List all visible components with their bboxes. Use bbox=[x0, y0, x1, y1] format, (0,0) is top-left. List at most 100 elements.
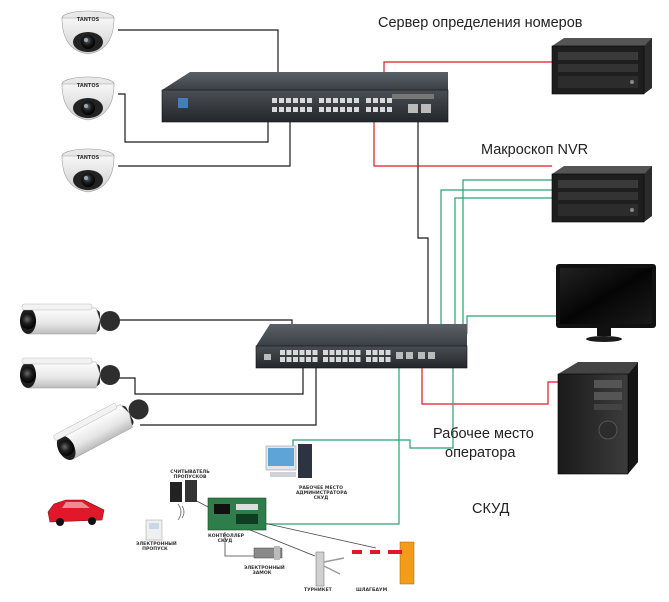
controller-board-icon bbox=[207, 497, 267, 531]
skud-label: СКУД bbox=[472, 501, 510, 517]
switch-port bbox=[373, 98, 378, 103]
switch-port bbox=[329, 357, 335, 362]
switch-port bbox=[323, 350, 328, 355]
switch-port bbox=[385, 350, 391, 355]
brand-text: TANTOS bbox=[77, 155, 100, 161]
switch-port bbox=[336, 357, 341, 362]
switch-port bbox=[326, 107, 331, 112]
bullet-camera-1 bbox=[20, 303, 120, 335]
switch-port bbox=[354, 107, 359, 112]
switch-port bbox=[306, 350, 311, 355]
dome-camera-3: TANTOS bbox=[61, 148, 115, 193]
switch-port bbox=[286, 107, 291, 112]
nvr-label: Макроскоп NVR bbox=[481, 142, 589, 158]
turnstile-icon bbox=[315, 551, 345, 587]
switch-port bbox=[366, 107, 371, 112]
switch-port bbox=[349, 357, 354, 362]
cables-black bbox=[118, 29, 429, 426]
car-icon bbox=[47, 499, 105, 526]
switch-port bbox=[342, 350, 348, 355]
switch-port bbox=[293, 98, 298, 103]
switch-port bbox=[280, 350, 285, 355]
network-switch-bottom bbox=[255, 324, 468, 369]
switch-port bbox=[272, 107, 277, 112]
switch-port bbox=[323, 357, 328, 362]
switch-port bbox=[355, 357, 361, 362]
switch-port bbox=[366, 350, 371, 355]
switch-port bbox=[312, 350, 318, 355]
switch-port bbox=[299, 350, 305, 355]
switch-port bbox=[373, 107, 378, 112]
switch-port bbox=[349, 350, 354, 355]
dome-camera-2: TANTOS bbox=[61, 76, 115, 121]
switch-port bbox=[326, 98, 331, 103]
switch-port bbox=[355, 350, 361, 355]
switch-port bbox=[387, 107, 392, 112]
brand-text: TANTOS bbox=[77, 17, 100, 23]
wireless-signal-icon bbox=[177, 503, 185, 521]
switch-port bbox=[347, 107, 352, 112]
network-switch-top bbox=[161, 72, 449, 123]
controller-caption: КОНТРОЛЛЕР СКУД bbox=[208, 534, 245, 544]
switch-port bbox=[293, 357, 298, 362]
switch-port bbox=[312, 357, 318, 362]
switch-port bbox=[347, 98, 352, 103]
switch-port bbox=[300, 98, 305, 103]
electronic-lock-icon bbox=[253, 546, 283, 560]
switch-port bbox=[385, 357, 391, 362]
switch-port bbox=[286, 98, 291, 103]
workstation-label-line1: Рабочее место bbox=[433, 426, 534, 442]
dome-camera-1: TANTOS bbox=[61, 10, 115, 55]
switch-port bbox=[372, 357, 378, 362]
switch-port bbox=[306, 357, 311, 362]
turnstile-caption: ТУРНИКЕТ bbox=[304, 588, 332, 593]
switch-port bbox=[380, 98, 385, 103]
switch-port bbox=[280, 357, 285, 362]
switch-port bbox=[293, 107, 298, 112]
card-reader-icon bbox=[170, 480, 197, 502]
switch-port bbox=[387, 98, 392, 103]
server-label: Сервер определения номеров bbox=[378, 15, 583, 31]
switch-port bbox=[336, 350, 341, 355]
switch-port bbox=[329, 350, 335, 355]
bullet-camera-2 bbox=[20, 357, 120, 389]
switch-port bbox=[293, 350, 298, 355]
switch-port bbox=[380, 107, 385, 112]
admin-pc-caption: РАБОЧЕЕ МЕСТО АДМИНИСТРАТОРА СКУД bbox=[296, 486, 348, 501]
switch-port bbox=[279, 107, 284, 112]
brand-text: TANTOS bbox=[77, 83, 100, 89]
switch-port bbox=[340, 98, 345, 103]
switch-port bbox=[286, 350, 292, 355]
switch-port bbox=[372, 350, 378, 355]
switch-port bbox=[379, 350, 384, 355]
operator-monitor bbox=[556, 264, 656, 342]
nvr-server bbox=[551, 166, 652, 223]
switch-port bbox=[354, 98, 359, 103]
switch-port bbox=[299, 357, 305, 362]
switch-port bbox=[333, 107, 338, 112]
barrier-icon bbox=[352, 541, 415, 585]
number-recognition-server bbox=[551, 38, 652, 95]
lock-caption: ЭЛЕКТРОННЫЙ ЗАМОК bbox=[244, 566, 285, 576]
reader-caption: СЧИТЫВАТЕЛЬ ПРОПУСКОВ bbox=[170, 470, 210, 480]
access-pass-icon bbox=[145, 519, 163, 541]
switch-port bbox=[366, 98, 371, 103]
pass-caption: ЭЛЕКТРОННЫЙ ПРОПУСК bbox=[136, 542, 177, 552]
switch-port bbox=[342, 357, 348, 362]
switch-port bbox=[286, 357, 292, 362]
switch-port bbox=[340, 107, 345, 112]
switch-port bbox=[379, 357, 384, 362]
barrier-caption: ШЛАГБАУМ bbox=[356, 588, 388, 593]
switch-port bbox=[366, 357, 371, 362]
switch-port bbox=[279, 98, 284, 103]
switch-port bbox=[307, 98, 312, 103]
bullet-camera-3 bbox=[53, 399, 149, 460]
workstation-label-line2: оператора bbox=[445, 445, 516, 461]
switch-port bbox=[300, 107, 305, 112]
admin-pc-icon bbox=[265, 444, 312, 478]
switch-port bbox=[333, 98, 338, 103]
operator-pc-case bbox=[557, 362, 638, 475]
switch-port bbox=[307, 107, 312, 112]
switch-port bbox=[319, 107, 324, 112]
